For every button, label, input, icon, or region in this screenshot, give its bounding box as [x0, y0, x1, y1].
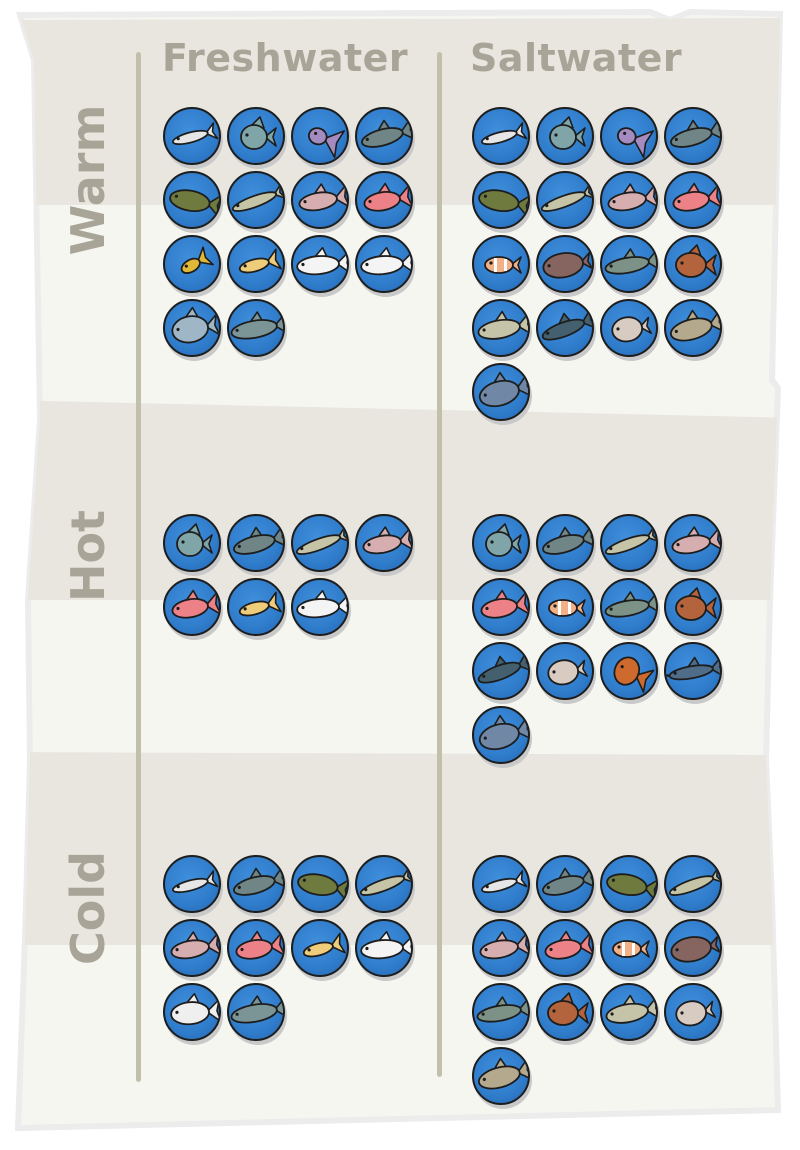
clownfish-icon[interactable] [600, 919, 658, 977]
red-snapper-icon[interactable] [472, 578, 530, 636]
sardine-icon[interactable] [472, 107, 530, 165]
eel-icon[interactable] [291, 514, 349, 572]
salmon-icon[interactable] [472, 919, 530, 977]
shark-icon[interactable] [227, 855, 285, 913]
shark-icon[interactable] [536, 514, 594, 572]
dolphin-icon[interactable] [472, 642, 530, 700]
clownfish-icon[interactable] [472, 235, 530, 293]
pufferfish-icon[interactable] [536, 642, 594, 700]
salmon-icon[interactable] [355, 514, 413, 572]
pufferfish-icon[interactable] [664, 983, 722, 1041]
white-fish-icon[interactable] [355, 235, 413, 293]
row-label-warm: Warm [61, 104, 115, 256]
shark-icon[interactable] [227, 514, 285, 572]
anglerfish-icon[interactable] [664, 235, 722, 293]
grouper-icon[interactable] [472, 299, 530, 357]
mackerel-icon[interactable] [472, 983, 530, 1041]
column-divider-right [437, 52, 442, 1077]
white-fish-icon[interactable] [291, 578, 349, 636]
red-snapper-icon[interactable] [163, 578, 221, 636]
sunfish-icon[interactable] [163, 171, 221, 229]
clownfish-icon[interactable] [536, 578, 594, 636]
white-fish-icon[interactable] [355, 919, 413, 977]
eel-icon[interactable] [355, 855, 413, 913]
row-label-hot: Hot [61, 509, 115, 603]
red-snapper-icon[interactable] [355, 171, 413, 229]
column-header-freshwater: Freshwater [162, 36, 409, 80]
tuna-icon[interactable] [472, 363, 530, 421]
squid-icon[interactable] [291, 107, 349, 165]
pufferfish-icon[interactable] [600, 299, 658, 357]
piranha-icon[interactable] [163, 299, 221, 357]
shark-icon[interactable] [536, 855, 594, 913]
mackerel-icon[interactable] [600, 235, 658, 293]
tuna-icon[interactable] [472, 706, 530, 764]
red-snapper-icon[interactable] [227, 919, 285, 977]
flounder-icon[interactable] [664, 919, 722, 977]
catfish-icon[interactable] [227, 983, 285, 1041]
eel-icon[interactable] [600, 514, 658, 572]
sardine-icon[interactable] [472, 855, 530, 913]
eel-icon[interactable] [227, 171, 285, 229]
angelfish-icon[interactable] [163, 514, 221, 572]
flounder-icon[interactable] [536, 235, 594, 293]
grouper-icon[interactable] [600, 983, 658, 1041]
goldfish-icon[interactable] [163, 235, 221, 293]
yellow-fish-icon[interactable] [291, 919, 349, 977]
white-fish-icon[interactable] [291, 235, 349, 293]
angelfish-icon[interactable] [472, 514, 530, 572]
swordfish-icon[interactable] [664, 642, 722, 700]
octopus-icon[interactable] [600, 642, 658, 700]
salmon-icon[interactable] [291, 171, 349, 229]
yellow-fish-icon[interactable] [227, 578, 285, 636]
angelfish-icon[interactable] [227, 107, 285, 165]
salmon-icon[interactable] [664, 514, 722, 572]
sardine-icon[interactable] [163, 855, 221, 913]
dolphin-icon[interactable] [536, 299, 594, 357]
cod-icon[interactable] [163, 983, 221, 1041]
squid-icon[interactable] [600, 107, 658, 165]
yellow-fish-icon[interactable] [227, 235, 285, 293]
catfish-icon[interactable] [227, 299, 285, 357]
anglerfish-icon[interactable] [536, 983, 594, 1041]
sardine-icon[interactable] [163, 107, 221, 165]
salmon-icon[interactable] [163, 919, 221, 977]
sunfish-icon[interactable] [291, 855, 349, 913]
shark-icon[interactable] [355, 107, 413, 165]
red-snapper-icon[interactable] [536, 919, 594, 977]
anglerfish-icon[interactable] [664, 578, 722, 636]
eel-icon[interactable] [536, 171, 594, 229]
sculpin-icon[interactable] [472, 1047, 530, 1105]
red-snapper-icon[interactable] [664, 171, 722, 229]
salmon-icon[interactable] [600, 171, 658, 229]
eel-icon[interactable] [664, 855, 722, 913]
sunfish-icon[interactable] [600, 855, 658, 913]
column-divider-left [136, 52, 141, 1082]
shark-icon[interactable] [664, 107, 722, 165]
sunfish-icon[interactable] [472, 171, 530, 229]
column-header-saltwater: Saltwater [470, 36, 683, 80]
sculpin-icon[interactable] [664, 299, 722, 357]
row-label-cold: Cold [61, 850, 115, 966]
mackerel-icon[interactable] [600, 578, 658, 636]
angelfish-icon[interactable] [536, 107, 594, 165]
